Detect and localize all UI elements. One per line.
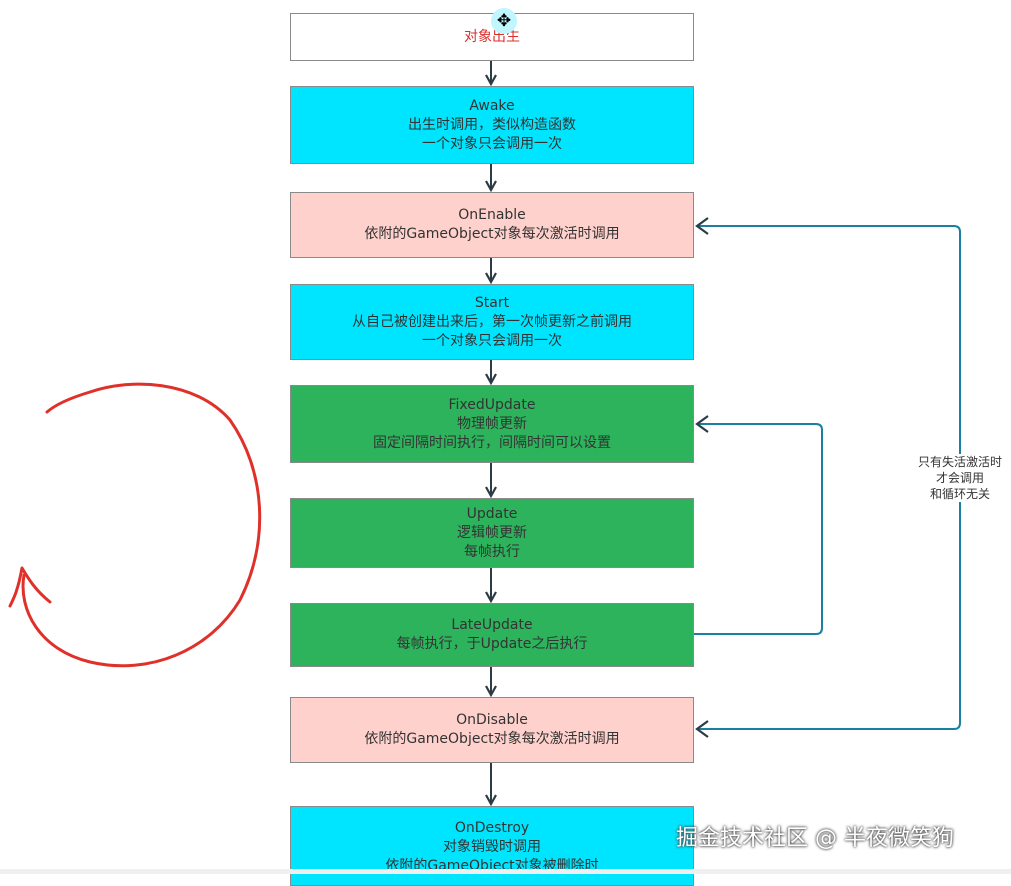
annotation-line-3: 和循环无关 <box>929 487 990 501</box>
node-start-line-1: 从自己被创建出来后，第一次帧更新之前调用 <box>352 313 632 330</box>
move-cursor-icon: ✥ <box>491 8 517 34</box>
node-awake: Awake 出生时调用，类似构造函数 一个对象只会调用一次 <box>290 86 694 164</box>
node-onenable-line-1: 依附的GameObject对象每次激活时调用 <box>364 226 620 242</box>
hand-drawn-loop-annotation <box>8 382 262 668</box>
node-late-line-1: 每帧执行，于Update之后执行 <box>396 636 588 652</box>
node-onenable: OnEnable 依附的GameObject对象每次激活时调用 <box>290 192 694 258</box>
node-awake-line-2: 一个对象只会调用一次 <box>422 135 562 152</box>
node-ondisable-line-1: 依附的GameObject对象每次激活时调用 <box>364 731 620 747</box>
node-ondisable: OnDisable 依附的GameObject对象每次激活时调用 <box>290 697 694 763</box>
node-fixedupdate: FixedUpdate 物理帧更新 固定间隔时间执行，间隔时间可以设置 <box>290 385 694 463</box>
node-fixed-line-1: 物理帧更新 <box>457 415 527 432</box>
node-update-line-1: 逻辑帧更新 <box>457 524 527 541</box>
watermark: 掘金技术社区 @ 半夜微笑狗 <box>676 826 954 851</box>
annotation-line-1: 只有失活激活时 <box>917 455 1002 469</box>
node-destroy-line-1: 对象销毁时调用 <box>443 839 541 855</box>
node-update: Update 逻辑帧更新 每帧执行 <box>290 498 694 568</box>
node-update-title: Update <box>466 505 518 522</box>
loop-connector-late-to-fixed <box>694 423 823 635</box>
connector-annotation: 只有失活激活时 才会调用 和循环无关 <box>898 454 1011 502</box>
node-awake-title: Awake <box>469 97 515 114</box>
node-lateupdate: LateUpdate 每帧执行，于Update之后执行 <box>290 603 694 667</box>
node-ondisable-title: OnDisable <box>456 712 528 728</box>
node-fixed-title: FixedUpdate <box>448 396 536 413</box>
arrowhead-ondisable <box>695 720 709 738</box>
node-start-title: Start <box>474 294 510 311</box>
node-ondestroy: OnDestroy 对象销毁时调用 依附的GameObject对象被删除时 <box>290 806 694 886</box>
node-late-title: LateUpdate <box>451 617 533 633</box>
bottom-scroll-edge <box>0 869 1011 874</box>
node-update-line-2: 每帧执行 <box>464 543 520 560</box>
node-fixed-line-2: 固定间隔时间执行，间隔时间可以设置 <box>373 434 611 451</box>
node-onenable-title: OnEnable <box>458 207 526 223</box>
node-start-line-2: 一个对象只会调用一次 <box>422 332 562 349</box>
node-awake-line-1: 出生时调用，类似构造函数 <box>408 116 576 133</box>
annotation-line-2: 才会调用 <box>935 471 984 485</box>
node-start: Start 从自己被创建出来后，第一次帧更新之前调用 一个对象只会调用一次 <box>290 284 694 360</box>
arrowhead-onenable <box>695 217 709 235</box>
node-destroy-title: OnDestroy <box>454 820 530 836</box>
loop-arrowhead-fixed <box>695 415 709 433</box>
